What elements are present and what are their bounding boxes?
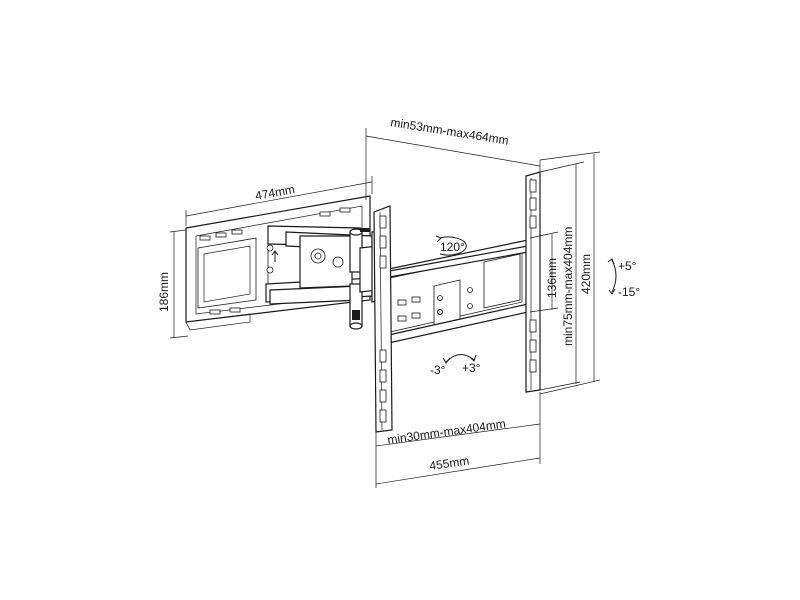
tilt-arrow-icon xyxy=(611,259,617,293)
label-vertical-small: 136mm xyxy=(545,258,559,298)
swivel-arrow-icon xyxy=(439,236,467,256)
articulating-arms xyxy=(265,225,385,330)
tv-bracket xyxy=(373,171,541,433)
label-arm-length: 474mm xyxy=(254,182,296,203)
label-tilt-down: -15° xyxy=(618,285,640,299)
label-top-width: min53mm-max464mm xyxy=(390,115,510,147)
label-horizontal-range: min30mm-max404mm xyxy=(386,416,506,446)
label-vertical-range: min75mm-max404mm xyxy=(561,227,575,346)
label-rotation-left: -3° xyxy=(430,363,446,377)
label-swivel-angle: 120° xyxy=(440,240,465,254)
label-bracket-height: 420mm xyxy=(579,254,593,294)
dimension-lines xyxy=(169,128,601,488)
label-wall-plate-height: 186mm xyxy=(157,272,171,312)
label-rotation-right: +3° xyxy=(462,361,481,375)
label-tilt-up: +5° xyxy=(618,259,637,273)
rotation-indicators xyxy=(435,235,617,364)
label-bracket-width: 455mm xyxy=(428,454,470,473)
